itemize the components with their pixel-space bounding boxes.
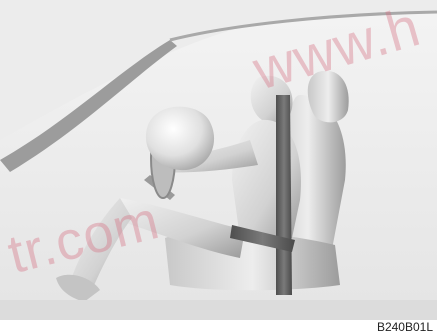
figure-code: B240B01L <box>377 320 433 334</box>
seat-belt-shoulder <box>276 95 292 295</box>
floor <box>0 300 437 320</box>
airbag-driver-illustration <box>0 0 437 320</box>
